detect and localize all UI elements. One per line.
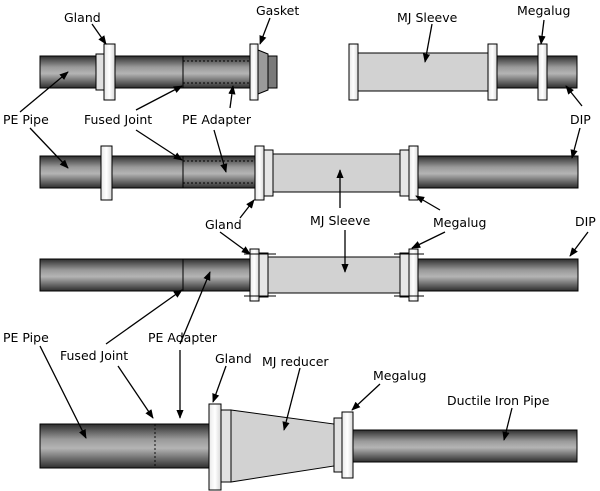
label-pe-adapter-row4: PE Adapter <box>148 330 218 345</box>
gland-hub <box>95 53 105 91</box>
right-sleeve-bell <box>399 252 410 298</box>
label-pe-pipe-row4: PE Pipe <box>3 330 49 345</box>
label-gland-row3: Gland <box>205 217 242 232</box>
dip-pipe <box>496 55 578 89</box>
label-fused-joint-row4: Fused Joint <box>60 348 128 363</box>
pe-pipe <box>39 258 251 292</box>
left-sleeve-bell <box>258 252 269 298</box>
left-sleeve-bell <box>263 149 274 197</box>
left-gland-flange <box>254 145 265 201</box>
megalug-flange <box>341 411 354 479</box>
leader-arrows <box>19 17 589 441</box>
label-gland-row1: Gland <box>64 10 101 25</box>
row1-left-assembly <box>39 43 278 101</box>
label-megalug-row1: Megalug <box>517 3 570 18</box>
dip-pipe <box>417 258 579 292</box>
gland <box>100 145 113 201</box>
megalug <box>537 43 548 101</box>
mj-sleeve <box>267 256 401 294</box>
row1-right-assembly <box>348 43 578 101</box>
dip-pipe <box>417 155 579 189</box>
mj-reducer <box>230 409 335 483</box>
label-ductile-iron-pipe-row4: Ductile Iron Pipe <box>447 393 550 408</box>
label-megalug-row3: Megalug <box>433 215 486 230</box>
pe-adapter <box>182 55 254 89</box>
left-gland-flange <box>249 248 260 302</box>
label-gland-row4: Gland <box>215 351 252 366</box>
right-sleeve-bell <box>399 149 410 197</box>
megalug-flange <box>408 248 419 302</box>
mj-sleeve-flange-right <box>487 43 498 101</box>
gland <box>103 43 116 101</box>
mj-sleeve <box>357 52 489 92</box>
row2-assembly <box>39 145 579 201</box>
gasket <box>257 49 269 95</box>
label-fused-joint-row1: Fused Joint <box>84 112 152 127</box>
label-mj-sleeve-row3: MJ Sleeve <box>310 213 371 228</box>
mj-sleeve-flange-left <box>348 43 359 101</box>
label-dip-row1: DIP <box>570 112 591 127</box>
text-labels: Gland Gasket MJ Sleeve Megalug PE Pipe F… <box>3 3 596 408</box>
gasket-face <box>267 55 278 89</box>
megalug-flange <box>408 145 419 201</box>
end-gland <box>249 43 259 101</box>
label-pe-adapter-row1: PE Adapter <box>182 112 252 127</box>
label-mj-reducer-row4: MJ reducer <box>262 354 329 369</box>
label-megalug-row4: Megalug <box>373 368 426 383</box>
mj-sleeve <box>272 153 401 193</box>
reducer-spigot-bell <box>333 417 343 473</box>
label-dip-row3: DIP <box>575 214 596 229</box>
reducer-bell <box>220 409 232 483</box>
gland-flange <box>208 403 222 491</box>
row4-assembly <box>39 403 578 491</box>
ductile-iron-pipe <box>352 429 578 463</box>
row3-assembly <box>39 248 579 302</box>
label-mj-sleeve-row1: MJ Sleeve <box>397 10 458 25</box>
label-pe-pipe-row1: PE Pipe <box>3 112 49 127</box>
pe-pipe <box>39 423 221 469</box>
label-gasket-row1: Gasket <box>256 3 299 18</box>
